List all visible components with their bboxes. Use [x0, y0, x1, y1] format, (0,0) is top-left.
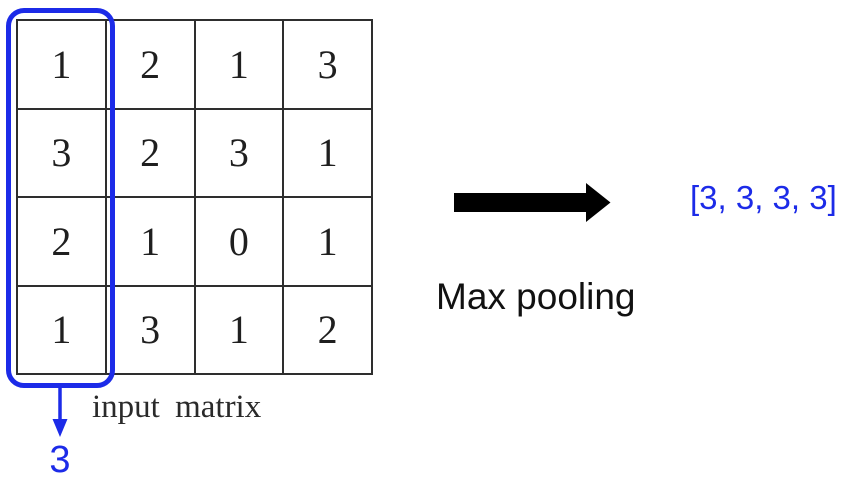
matrix-cell-r2c2: 0 [194, 197, 284, 286]
matrix-cell-r1c3: 1 [283, 108, 372, 197]
matrix-cell-r0c3: 3 [283, 20, 372, 109]
right-arrow-icon [454, 183, 611, 222]
matrix-cell-r1c1: 2 [105, 108, 195, 197]
pooled-column-value: 3 [49, 439, 71, 481]
matrix-cell-r2c0: 2 [17, 197, 106, 286]
matrix-cell-r1c0: 3 [17, 108, 106, 197]
matrix-cell-r3c0: 1 [17, 285, 106, 374]
matrix-cell-r0c2: 1 [194, 20, 284, 109]
matrix-cell-r3c1: 3 [105, 285, 195, 374]
pooling-result-vector: [3, 3, 3, 3] [690, 179, 837, 216]
matrix-cell-r3c3: 2 [283, 285, 372, 374]
input-matrix-label: input matrix [92, 389, 262, 425]
column-highlight-box [6, 8, 115, 388]
matrix-cell-r0c1: 2 [105, 20, 195, 109]
down-arrow-icon [52, 387, 68, 437]
matrix-cell-r0c0: 1 [17, 20, 106, 109]
matrix-cell-r2c3: 1 [283, 197, 372, 286]
matrix-cell-r1c2: 3 [194, 108, 284, 197]
matrix-cell-r2c1: 1 [105, 197, 195, 286]
operation-label: Max pooling [436, 276, 636, 317]
matrix-cell-r3c2: 1 [194, 285, 284, 374]
